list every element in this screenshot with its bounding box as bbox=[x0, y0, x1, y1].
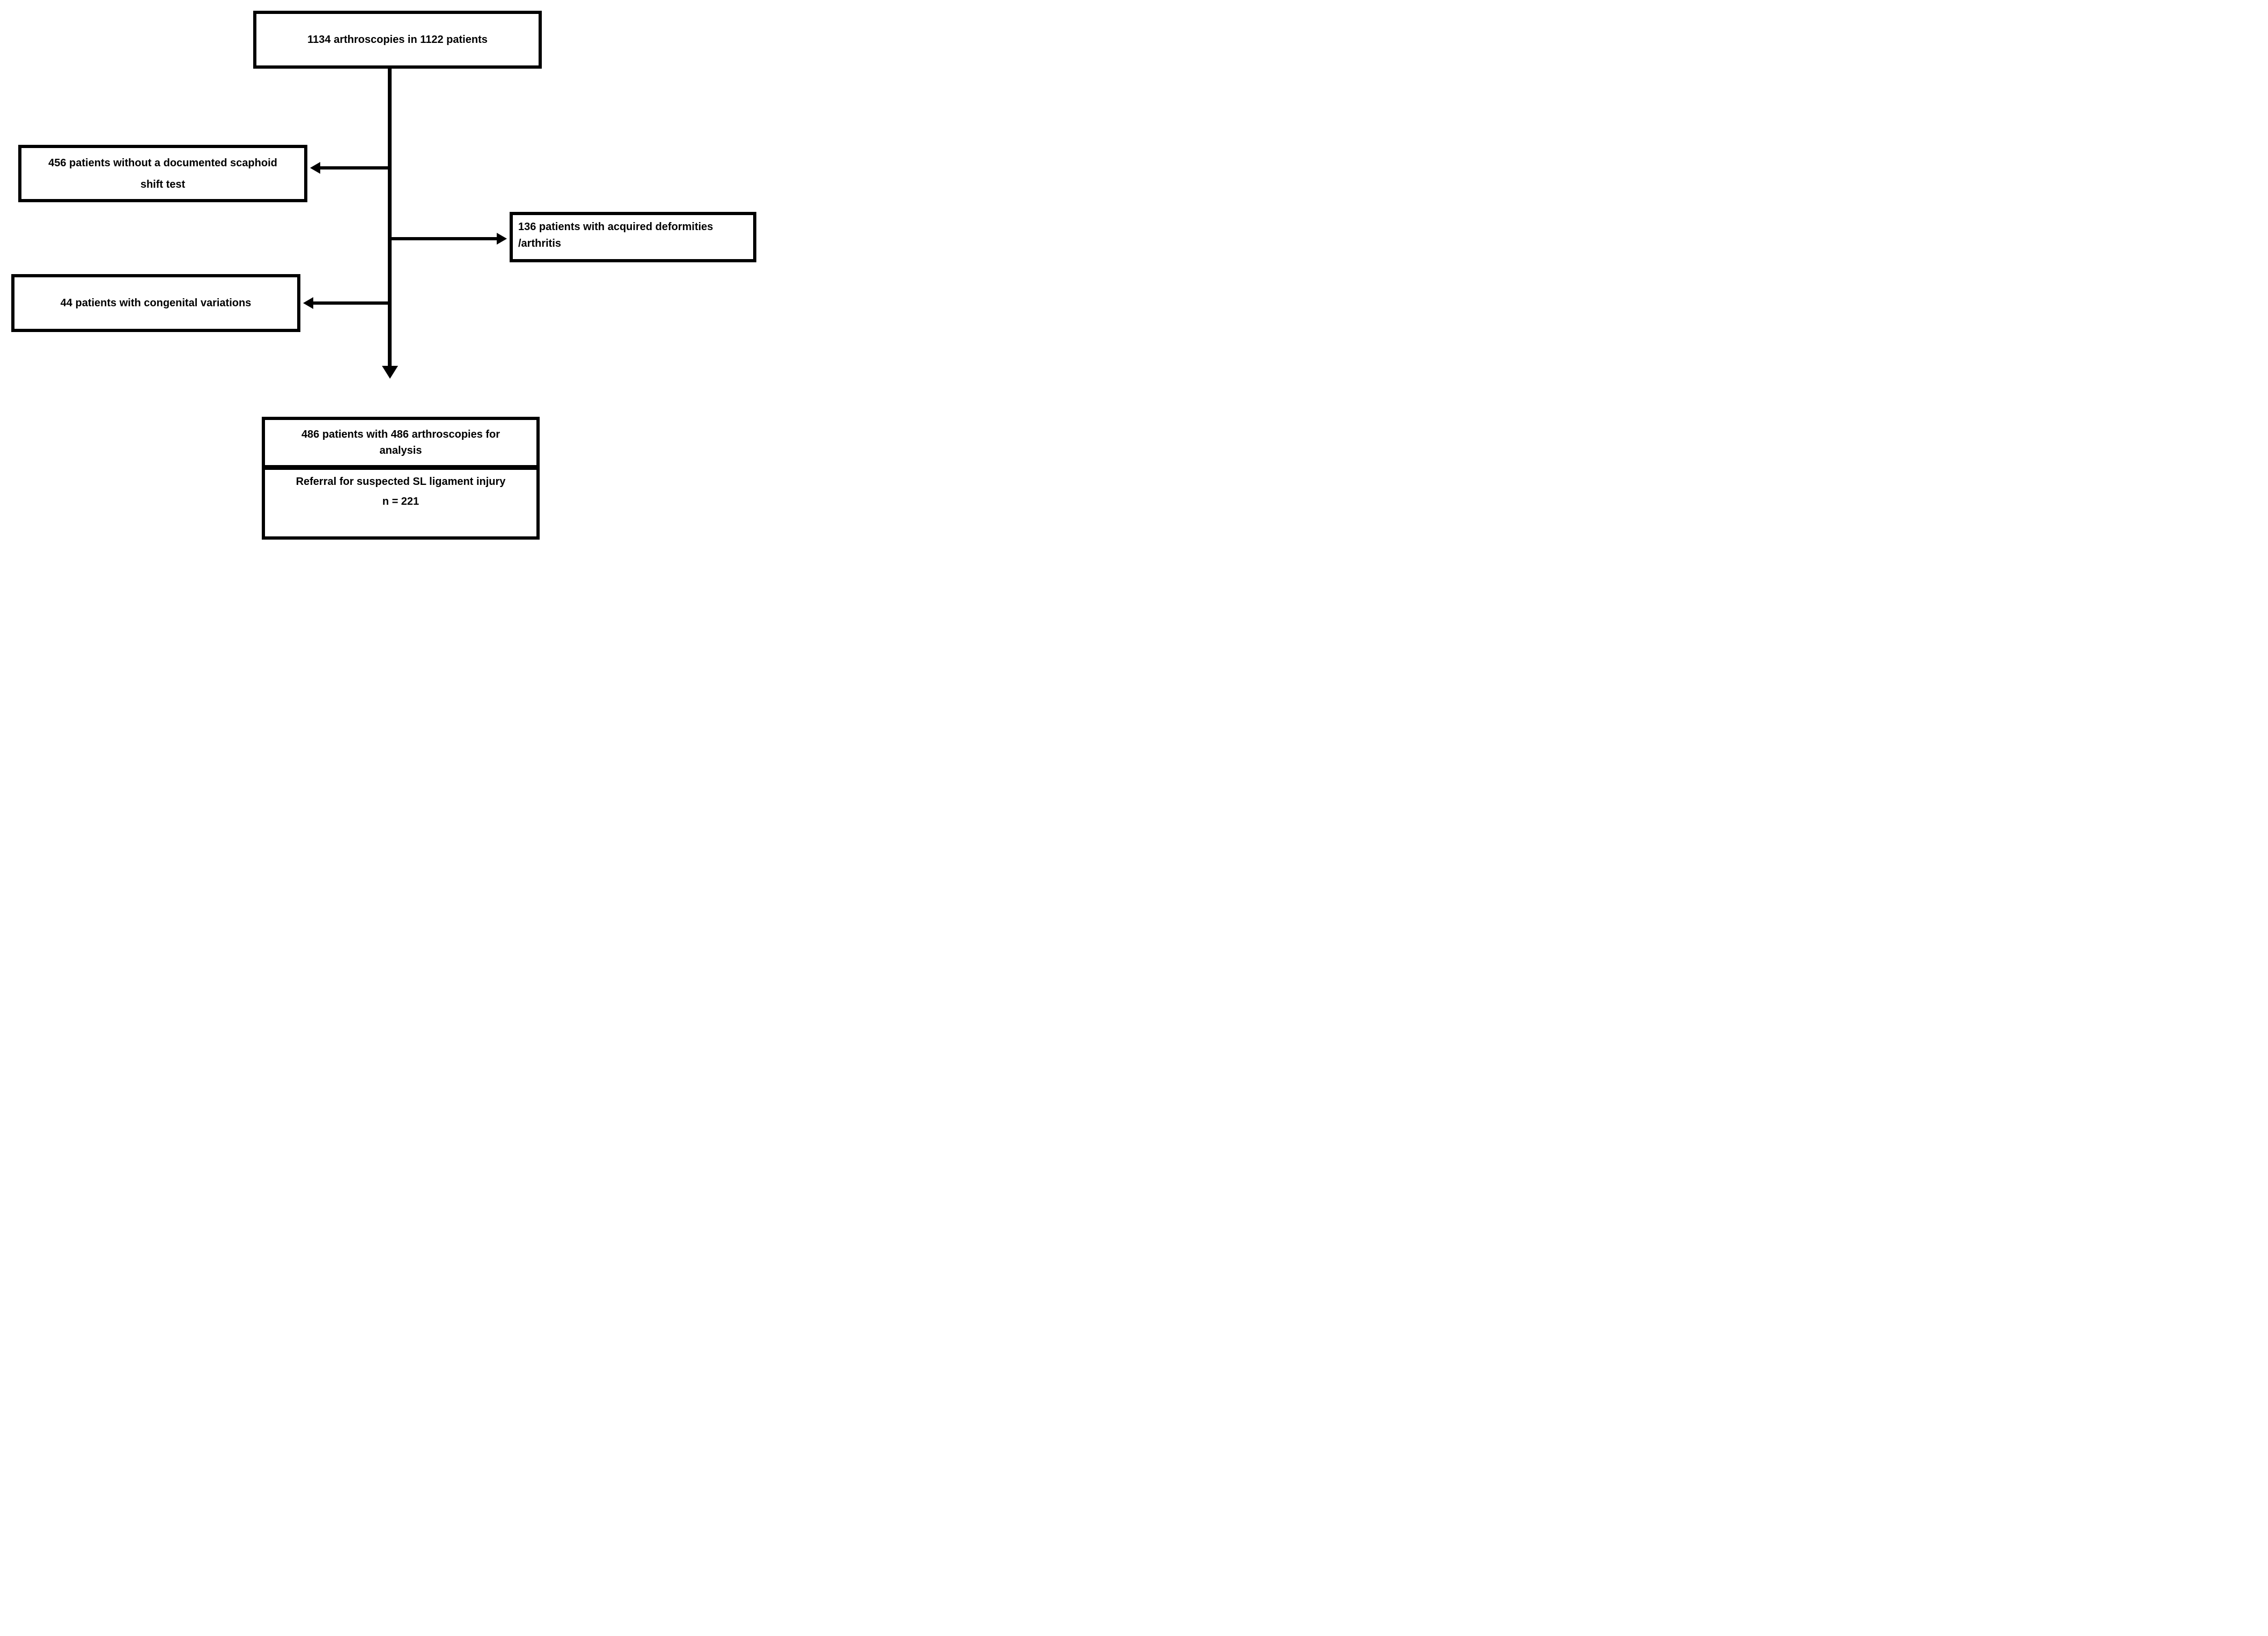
arrowhead-left-icon bbox=[310, 162, 320, 174]
box-analysis-group: 486 patients with 486 arthroscopies for … bbox=[262, 417, 540, 540]
box-total-text: 1134 arthroscopies in 1122 patients bbox=[307, 33, 488, 46]
box-acquired-line-2: /arthritis bbox=[518, 238, 562, 249]
box-total-arthroscopies: 1134 arthroscopies in 1122 patients bbox=[253, 11, 542, 69]
arrowhead-left-icon bbox=[303, 297, 313, 309]
box-congenital-text: 44 patients with congenital variations bbox=[60, 297, 252, 309]
box-excluded-acquired-deformities: 136 patients with acquired deformities /… bbox=[510, 212, 756, 262]
connector-trunk-line bbox=[388, 69, 392, 367]
box-excluded-no-scaphoid-shift-test: 456 patients without a documented scapho… bbox=[18, 145, 307, 202]
box-excluded-congenital-variations: 44 patients with congenital variations bbox=[11, 274, 300, 332]
connector-to-acquired-deformities bbox=[390, 237, 497, 240]
connector-to-no-shift-test bbox=[320, 166, 390, 170]
flow-diagram: 1134 arthroscopies in 1122 patients 456 … bbox=[0, 0, 756, 546]
box-no-shift-line-1: 456 patients without a documented scapho… bbox=[48, 157, 277, 169]
box-acquired-line-1: 136 patients with acquired deformities bbox=[518, 221, 713, 233]
box-referral-line-2: n = 221 bbox=[382, 496, 419, 507]
box-analysis-line-2: analysis bbox=[379, 445, 422, 456]
connector-to-congenital-variations bbox=[313, 301, 390, 305]
box-referral-section: Referral for suspected SL ligament injur… bbox=[265, 470, 536, 508]
arrowhead-down-icon bbox=[382, 366, 398, 379]
arrowhead-right-icon bbox=[497, 233, 507, 245]
box-analysis-line-1: 486 patients with 486 arthroscopies for bbox=[301, 429, 500, 440]
box-referral-line-1: Referral for suspected SL ligament injur… bbox=[296, 476, 506, 488]
box-analysis-section: 486 patients with 486 arthroscopies for … bbox=[265, 420, 536, 470]
box-no-shift-line-2: shift test bbox=[140, 178, 186, 190]
